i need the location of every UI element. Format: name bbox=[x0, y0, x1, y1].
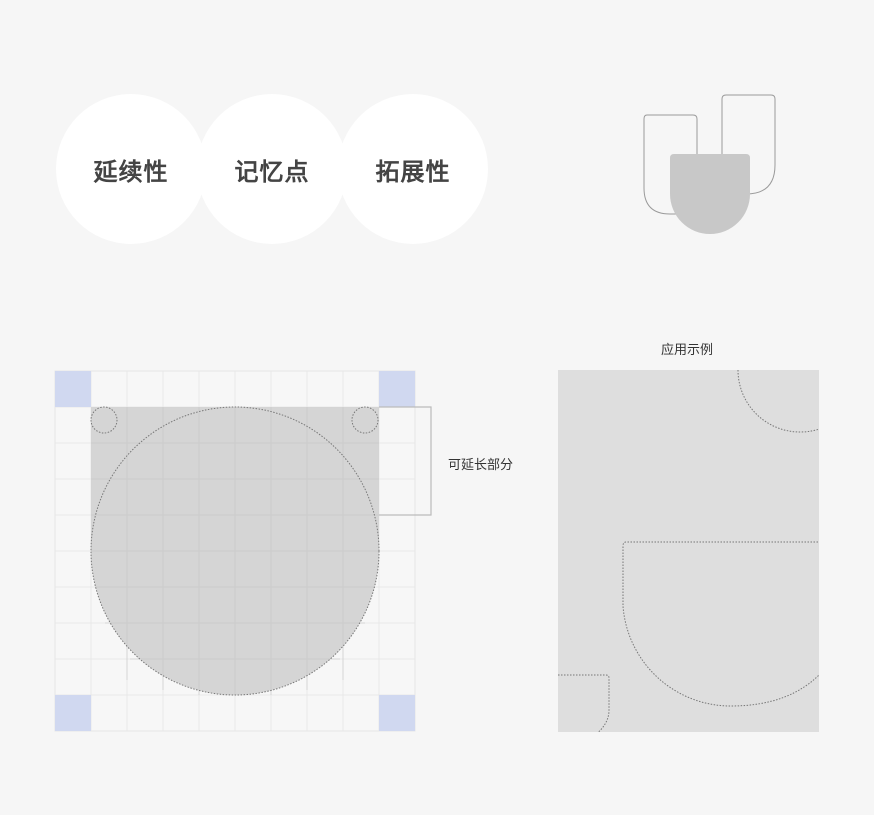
extendable-part-label: 可延长部分 bbox=[448, 458, 514, 473]
keyword-label: 拓展性 bbox=[375, 157, 451, 186]
corner-marker bbox=[379, 371, 415, 407]
corner-marker bbox=[379, 695, 415, 731]
keyword-circle-extensibility: 拓展性 bbox=[338, 94, 488, 244]
extendable-bracket bbox=[379, 406, 432, 516]
keyword-circle-continuity: 延续性 bbox=[56, 94, 206, 244]
application-example-title: 应用示例 bbox=[661, 343, 714, 358]
corner-marker bbox=[55, 695, 91, 731]
keyword-label: 记忆点 bbox=[234, 157, 310, 186]
keyword-circle-memorability: 记忆点 bbox=[197, 94, 347, 244]
keyword-label: 延续性 bbox=[93, 157, 169, 186]
corner-marker bbox=[55, 371, 91, 407]
